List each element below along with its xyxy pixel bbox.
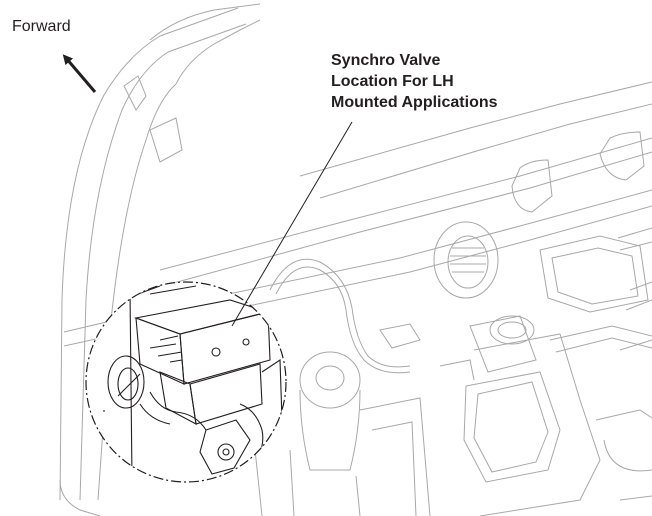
lower-leg xyxy=(253,439,361,516)
callout-line-3: Mounted Applications xyxy=(331,94,498,111)
a-pillar-trim xyxy=(97,83,177,501)
round-vent-inner xyxy=(447,235,489,289)
defrost-vent-right xyxy=(599,131,645,181)
valve-housing-side xyxy=(135,317,185,385)
mid-bracket xyxy=(379,323,421,349)
right-edge-panel xyxy=(617,227,652,351)
round-gauge-inner xyxy=(117,367,139,401)
valve-fittings xyxy=(149,335,183,363)
dash-front-edge-2 xyxy=(169,151,652,285)
dash-front-edge xyxy=(159,137,652,271)
right-lower-pod xyxy=(595,409,652,501)
pillar-bracket xyxy=(123,75,147,111)
a-pillar-outer xyxy=(59,7,239,501)
cable-loop xyxy=(269,258,411,368)
console-panel-1-inner xyxy=(551,247,639,305)
valve-port-2 xyxy=(242,338,250,346)
lower-frame xyxy=(359,397,431,516)
callout-leader-line xyxy=(231,121,353,327)
left-lower-frame xyxy=(59,479,101,516)
detail-circle xyxy=(85,281,287,483)
gauge-needle xyxy=(117,373,141,397)
roof-header-front xyxy=(175,19,261,85)
console-tray-inner xyxy=(473,381,549,473)
dash-upper-2 xyxy=(319,103,652,199)
roof-header-back xyxy=(149,3,261,41)
round-vent-louvers xyxy=(450,247,486,273)
console-panel-1 xyxy=(539,235,649,313)
hoses xyxy=(139,391,207,431)
console-box-2 xyxy=(473,333,601,516)
console-box-3 xyxy=(439,359,475,381)
callout-line-1: Synchro Valve xyxy=(331,52,441,69)
cylinder-body xyxy=(299,389,361,471)
valve-port-1 xyxy=(211,347,221,357)
console-box-1 xyxy=(469,315,537,373)
lower-bracket xyxy=(199,419,251,475)
lower-fitting-inner xyxy=(222,448,230,456)
round-vent-outer xyxy=(433,221,499,299)
dash-upper xyxy=(299,81,652,177)
a-pillar-inner xyxy=(79,23,247,501)
round-gauge-outer xyxy=(107,355,145,409)
cab-structure xyxy=(59,3,652,516)
cable-loop-2 xyxy=(275,266,411,374)
cup-holder xyxy=(489,315,535,345)
cylinder-cap xyxy=(315,365,345,391)
synchro-valve-callout: Synchro Valve Location For LH Mounted Ap… xyxy=(331,50,498,113)
lower-frame-2 xyxy=(371,421,417,516)
pillar-bracket-2 xyxy=(149,117,183,163)
console-tray xyxy=(463,371,561,483)
callout-line-2: Location For LH xyxy=(331,73,454,90)
forward-direction-label: Forward xyxy=(12,18,71,35)
cylinder-top xyxy=(299,351,361,409)
lower-fitting xyxy=(217,443,235,461)
cup-holder-inner xyxy=(497,321,527,339)
defrost-vent-left xyxy=(511,159,553,213)
valve-block-lower-side xyxy=(159,371,197,425)
console-panel-2 xyxy=(549,325,652,341)
forward-arrow-icon xyxy=(62,54,97,93)
